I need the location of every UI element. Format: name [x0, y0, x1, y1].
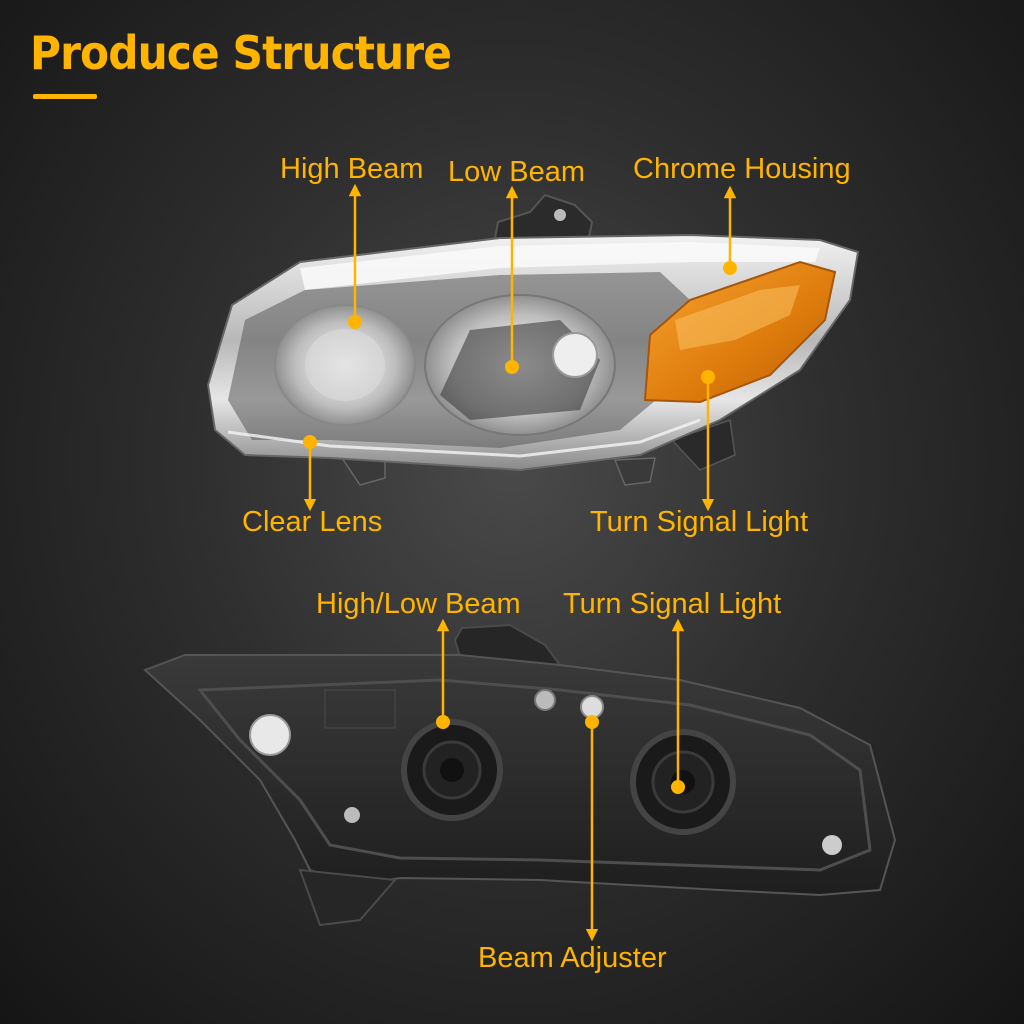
label-high-beam: High Beam [280, 153, 424, 185]
front-headlight [206, 193, 860, 486]
callout-dots [303, 261, 737, 794]
label-beam-adjuster: Beam Adjuster [478, 942, 667, 974]
label-low-beam: Low Beam [448, 156, 586, 188]
label-turn-signal-light-back: Turn Signal Light [563, 588, 782, 620]
back-headlight [143, 623, 897, 927]
title-underline [33, 94, 97, 99]
label-chrome-housing: Chrome Housing [633, 153, 851, 185]
label-clear-lens: Clear Lens [242, 506, 383, 538]
page-title: Produce Structure [30, 26, 452, 80]
label-high-low-beam: High/Low Beam [316, 588, 521, 620]
callout-arrows [303, 183, 737, 942]
label-turn-signal-light-front: Turn Signal Light [590, 506, 809, 538]
